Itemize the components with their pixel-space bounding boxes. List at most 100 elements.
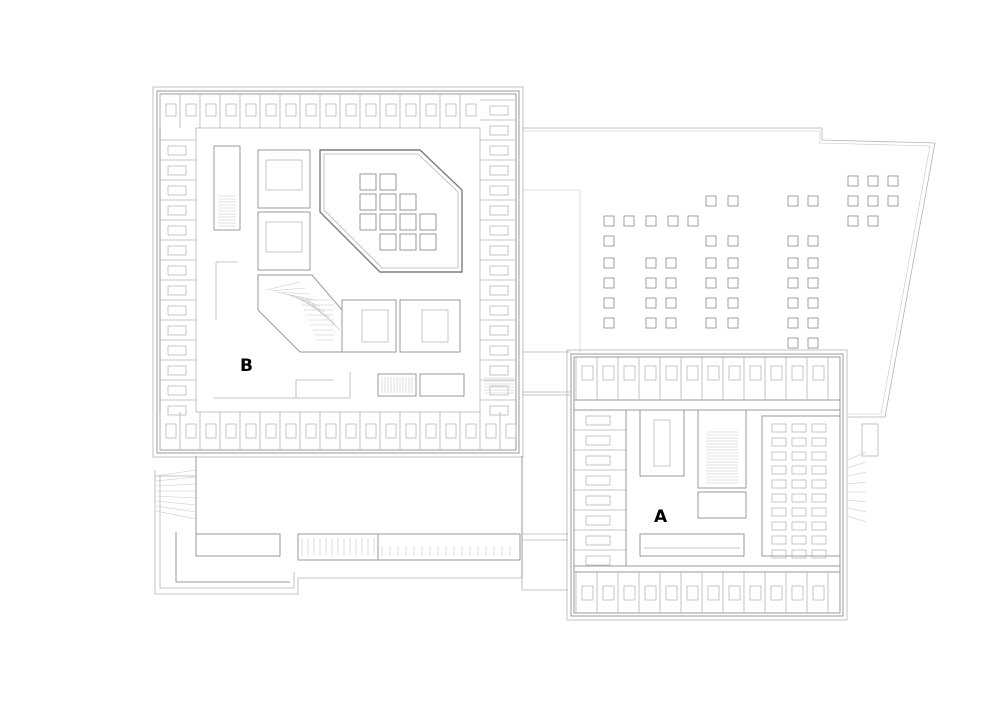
office-desk — [285, 103, 297, 117]
office-desk — [771, 479, 787, 489]
office-desk — [686, 585, 699, 601]
office-desk — [305, 103, 317, 117]
office-desk — [771, 549, 787, 559]
canopy-column — [807, 235, 819, 247]
office-desk — [791, 451, 807, 461]
stair-tread — [847, 461, 867, 469]
hall-tables — [359, 173, 437, 251]
stair-tread — [155, 495, 197, 499]
stair-tread — [155, 476, 197, 482]
office-desk — [489, 205, 509, 216]
office-desk — [585, 555, 611, 566]
canopy-column — [645, 215, 657, 227]
canopy-column — [665, 317, 677, 329]
office-desk — [728, 585, 741, 601]
hall-table — [379, 173, 397, 191]
office-desk — [185, 423, 197, 439]
office-desk — [812, 585, 825, 601]
canopy-column — [705, 277, 717, 289]
office-desk — [405, 423, 417, 439]
building-b-offices — [159, 94, 517, 450]
stairs — [155, 469, 197, 520]
canopy-column — [645, 297, 657, 309]
office-desk — [489, 285, 509, 296]
office-desk — [167, 265, 187, 276]
canopy-column — [705, 317, 717, 329]
canopy-column — [847, 215, 859, 227]
office-desk — [665, 365, 678, 381]
office-desk — [489, 105, 509, 116]
stair-tread — [155, 500, 197, 506]
office-desk — [167, 185, 187, 196]
canopy-column — [667, 215, 679, 227]
office-desk — [489, 225, 509, 236]
office-desk — [749, 365, 762, 381]
seat-row — [265, 281, 301, 291]
stair-tread — [847, 507, 867, 513]
office-desk — [770, 585, 783, 601]
entrance-stair — [861, 423, 879, 457]
canopy-column — [787, 317, 799, 329]
canopy-column — [847, 195, 859, 207]
office-desk — [485, 423, 497, 439]
office-desk — [489, 305, 509, 316]
office-desk — [585, 435, 611, 446]
office-desk — [811, 423, 827, 433]
office-desk — [791, 423, 807, 433]
office-desk — [167, 225, 187, 236]
office-desk — [749, 585, 762, 601]
canopy-column — [807, 257, 819, 269]
office-desk — [811, 465, 827, 475]
building-a-offices — [575, 357, 829, 613]
office-desk — [167, 345, 187, 356]
hall-table — [359, 173, 377, 191]
office-desk — [225, 423, 237, 439]
office-desk — [489, 345, 509, 356]
office-desk — [305, 423, 317, 439]
hall-table — [399, 193, 417, 211]
office-desk — [167, 205, 187, 216]
office-desk — [585, 535, 611, 546]
canopy-column — [603, 297, 615, 309]
office-desk — [167, 285, 187, 296]
building-label-a: A — [654, 507, 668, 527]
canopy-column — [807, 297, 819, 309]
office-desk — [791, 507, 807, 517]
office-desk — [167, 165, 187, 176]
canopy-column — [887, 195, 899, 207]
office-desk — [791, 365, 804, 381]
office-desk — [365, 103, 377, 117]
stair-tread — [847, 471, 867, 477]
canopy-column — [645, 257, 657, 269]
office-desk — [167, 305, 187, 316]
office-desk — [489, 125, 509, 136]
canopy-column — [807, 277, 819, 289]
office-desk — [167, 385, 187, 396]
office-desk — [771, 465, 787, 475]
office-desk — [811, 535, 827, 545]
building-a — [566, 349, 848, 621]
canopy-column — [705, 235, 717, 247]
office-desk — [465, 103, 477, 117]
office-desk — [707, 365, 720, 381]
office-desk — [489, 365, 509, 376]
office-desk — [385, 423, 397, 439]
office-desk — [771, 451, 787, 461]
canopy-column — [727, 257, 739, 269]
office-desk — [791, 549, 807, 559]
canopy-column — [787, 195, 799, 207]
office-desk — [811, 521, 827, 531]
canopy-outline — [522, 127, 936, 418]
building-b — [152, 86, 524, 458]
office-desk — [489, 405, 509, 416]
canopy-column — [603, 277, 615, 289]
canopy-column — [787, 257, 799, 269]
office-desk — [585, 455, 611, 466]
office-desk — [585, 495, 611, 506]
office-desk — [811, 549, 827, 559]
canopy-column — [705, 297, 717, 309]
office-desk — [811, 437, 827, 447]
seat-row — [270, 287, 306, 292]
canopy-column — [645, 277, 657, 289]
